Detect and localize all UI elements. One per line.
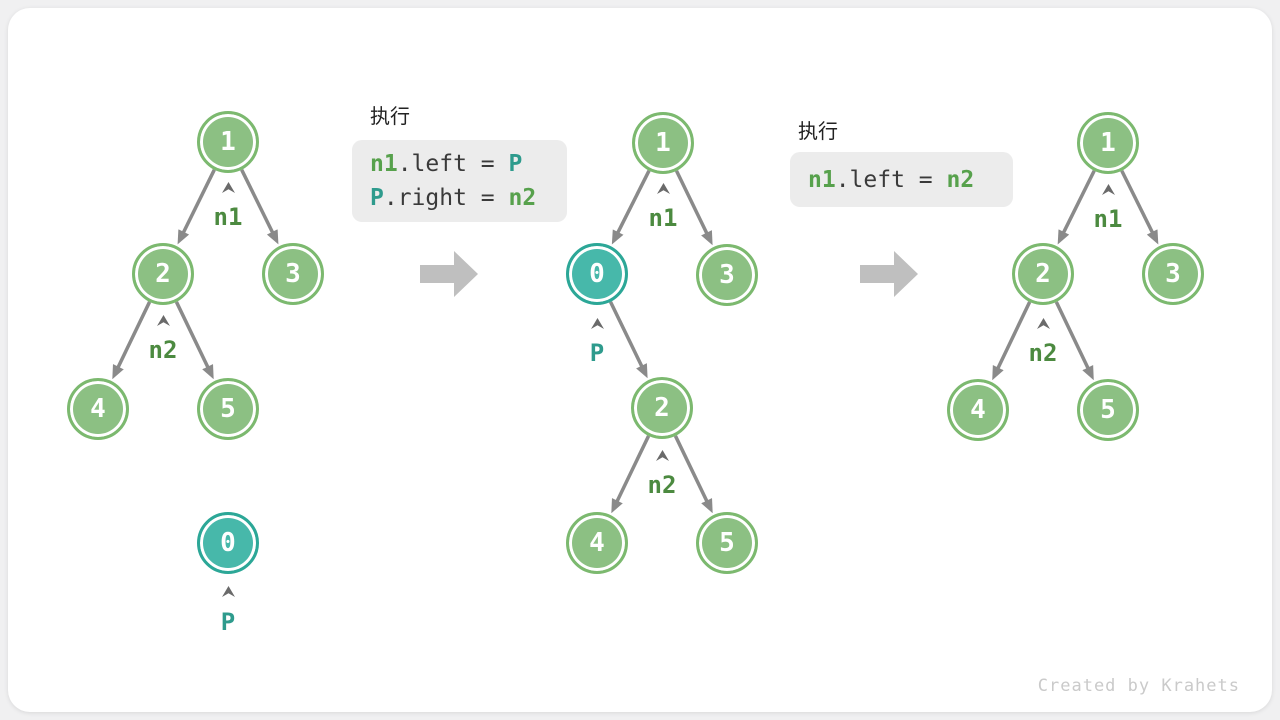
pointer-label-n1: n1 xyxy=(1093,205,1123,233)
tree-after-node-2: 2 xyxy=(1012,243,1074,305)
code-line: n1.left = P xyxy=(370,147,567,181)
tree-after-node-1: 1 xyxy=(1077,112,1139,174)
tree-before-node-0: 0 xyxy=(197,512,259,574)
tree-during-node-0: 0 xyxy=(566,243,628,305)
tree-before-node-5: 5 xyxy=(197,378,259,440)
pointer-up-arrow-icon xyxy=(156,315,170,326)
code-token: n1 xyxy=(808,166,836,193)
canvas-card xyxy=(8,8,1272,712)
code-token: n2 xyxy=(946,166,975,193)
pointer-up-arrow-icon xyxy=(221,182,235,193)
tree-before-node-3: 3 xyxy=(262,243,324,305)
tree-during-node-3: 3 xyxy=(696,244,758,306)
code-token: .left = xyxy=(397,151,509,177)
pointer-label-n2: n2 xyxy=(647,471,677,499)
exec-title-2: 执行 xyxy=(798,121,838,143)
tree-during-node-4: 4 xyxy=(566,512,628,574)
code-token: .right = xyxy=(383,185,509,211)
code-block-2: n1.left = n2 xyxy=(790,152,1013,207)
pointer-up-arrow-icon xyxy=(221,586,235,597)
code-token: P xyxy=(508,151,523,177)
tree-during-node-5: 5 xyxy=(696,512,758,574)
code-token: n1 xyxy=(370,151,398,177)
transition-right-arrow-icon xyxy=(860,251,918,297)
watermark-credit: Created by Krahets xyxy=(1037,676,1240,696)
pointer-up-arrow-icon xyxy=(1036,318,1050,329)
pointer-up-arrow-icon xyxy=(590,318,604,329)
tree-after-node-3: 3 xyxy=(1142,243,1204,305)
tree-before-node-1: 1 xyxy=(197,111,259,173)
tree-before-node-2: 2 xyxy=(132,243,194,305)
tree-during-node-2: 2 xyxy=(631,377,693,439)
code-line: n1.left = n2 xyxy=(808,163,1013,197)
pointer-label-P: P xyxy=(589,339,605,367)
code-line: P.right = n2 xyxy=(370,181,567,215)
pointer-label-n1: n1 xyxy=(648,204,678,232)
pointer-label-n2: n2 xyxy=(148,336,178,364)
pointer-label-n1: n1 xyxy=(213,203,243,231)
pointer-up-arrow-icon xyxy=(656,183,670,194)
pointer-label-P: P xyxy=(220,608,236,636)
pointer-up-arrow-icon xyxy=(1101,184,1115,195)
exec-title-1: 执行 xyxy=(370,106,410,128)
tree-after-node-5: 5 xyxy=(1077,379,1139,441)
code-token: n2 xyxy=(508,185,537,211)
tree-during-node-1: 1 xyxy=(632,112,694,174)
tree-after-node-4: 4 xyxy=(947,379,1009,441)
code-token: P xyxy=(370,185,384,211)
pointer-up-arrow-icon xyxy=(655,450,669,461)
tree-before-node-4: 4 xyxy=(67,378,129,440)
transition-right-arrow-icon xyxy=(420,251,478,297)
code-token: .left = xyxy=(835,166,947,193)
pointer-label-n2: n2 xyxy=(1028,339,1058,367)
